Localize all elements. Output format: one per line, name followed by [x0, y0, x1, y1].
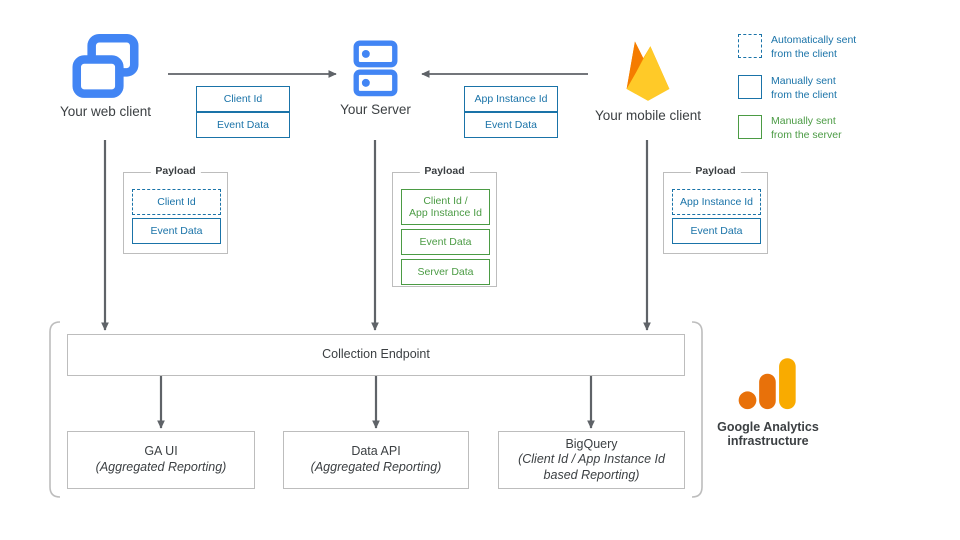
payload-item-text: Client Id / App Instance Id: [409, 194, 482, 219]
payload-item-event-data: Event Data: [401, 229, 490, 255]
node-mobile-client: Your mobile client: [588, 32, 708, 123]
web-windows-icon: [72, 34, 139, 98]
transfer-chip-app-instance-id: App Instance Id: [464, 86, 558, 112]
collection-endpoint-label: Collection Endpoint: [322, 347, 430, 362]
legend-line-1: Manually sent: [771, 74, 836, 87]
transfer-chip-event-data-mobile: Event Data: [464, 112, 558, 138]
web-client-label: Your web client: [59, 104, 152, 119]
legend-item-manual-from-server: Manually sent from the server: [738, 115, 938, 143]
payload-item-app-instance-id: App Instance Id: [672, 189, 761, 215]
output-box-ga-ui[interactable]: GA UI (Aggregated Reporting): [67, 431, 255, 489]
output-box-data-api[interactable]: Data API (Aggregated Reporting): [283, 431, 469, 489]
legend-swatch-dashed: [738, 34, 762, 58]
output-subtitle: (Client Id / App Instance Id based Repor…: [518, 452, 665, 482]
node-web-client: Your web client: [48, 34, 163, 119]
output-subtitle: (Aggregated Reporting): [310, 460, 442, 474]
payload-item-event-data: Event Data: [672, 218, 761, 244]
legend-text: Manually sent from the client: [771, 75, 837, 103]
brand-line-1: Google Analytics: [717, 420, 819, 434]
google-analytics-logo: [738, 358, 796, 410]
firebase-flame-icon: [626, 41, 670, 101]
payload-server: Payload Client Id / App Instance Id Even…: [392, 165, 497, 287]
payload-item-client-id-app-instance-id: Client Id / App Instance Id: [401, 189, 490, 225]
legend-line-1: Automatically sent: [771, 34, 857, 46]
payload-title: Payload: [150, 165, 201, 177]
infrastructure-bracket-right: [691, 321, 703, 498]
node-server: Your Server: [318, 40, 433, 117]
infrastructure-bracket-left: [49, 321, 61, 498]
legend-item-manual-from-client: Manually sent from the client: [738, 74, 938, 103]
legend-text: Manually sent from the server: [771, 115, 842, 143]
legend-line-2: from the server: [771, 129, 842, 142]
payload-title: Payload: [419, 165, 470, 177]
output-subtitle: (Aggregated Reporting): [95, 460, 227, 474]
legend-item-auto-from-client: Automatically sent from the client: [738, 34, 938, 62]
legend-swatch-blue: [738, 74, 762, 99]
output-title: BigQuery: [565, 436, 618, 451]
brand-line-2: infrastructure: [727, 434, 809, 448]
legend-swatch-green: [738, 115, 762, 140]
payload-web-client: Payload Client Id Event Data: [123, 165, 228, 254]
payload-title: Payload: [690, 165, 741, 177]
legend: Automatically sent from the client Manua…: [738, 34, 938, 143]
mobile-client-label: Your mobile client: [594, 108, 702, 123]
payload-item-event-data: Event Data: [132, 218, 221, 244]
transfer-chip-event-data-web: Event Data: [196, 112, 290, 138]
payload-mobile-client: Payload App Instance Id Event Data: [663, 165, 768, 254]
server-racks-icon: [353, 40, 398, 97]
legend-text: Automatically sent from the client: [771, 34, 856, 62]
server-label: Your Server: [340, 102, 411, 117]
legend-line-1: Manually sent: [771, 115, 836, 128]
output-title: Data API: [351, 444, 401, 459]
collection-endpoint-box[interactable]: Collection Endpoint: [67, 334, 685, 376]
legend-line-2: from the client: [771, 47, 837, 60]
transfer-chip-client-id: Client Id: [196, 86, 290, 112]
output-box-bigquery[interactable]: BigQuery (Client Id / App Instance Id ba…: [498, 431, 685, 489]
google-analytics-brand: Google Analytics infrastructure: [707, 356, 829, 448]
payload-item-server-data: Server Data: [401, 259, 490, 285]
output-title: GA UI: [144, 444, 178, 459]
legend-line-2: from the client: [771, 88, 837, 101]
payload-item-client-id: Client Id: [132, 189, 221, 215]
